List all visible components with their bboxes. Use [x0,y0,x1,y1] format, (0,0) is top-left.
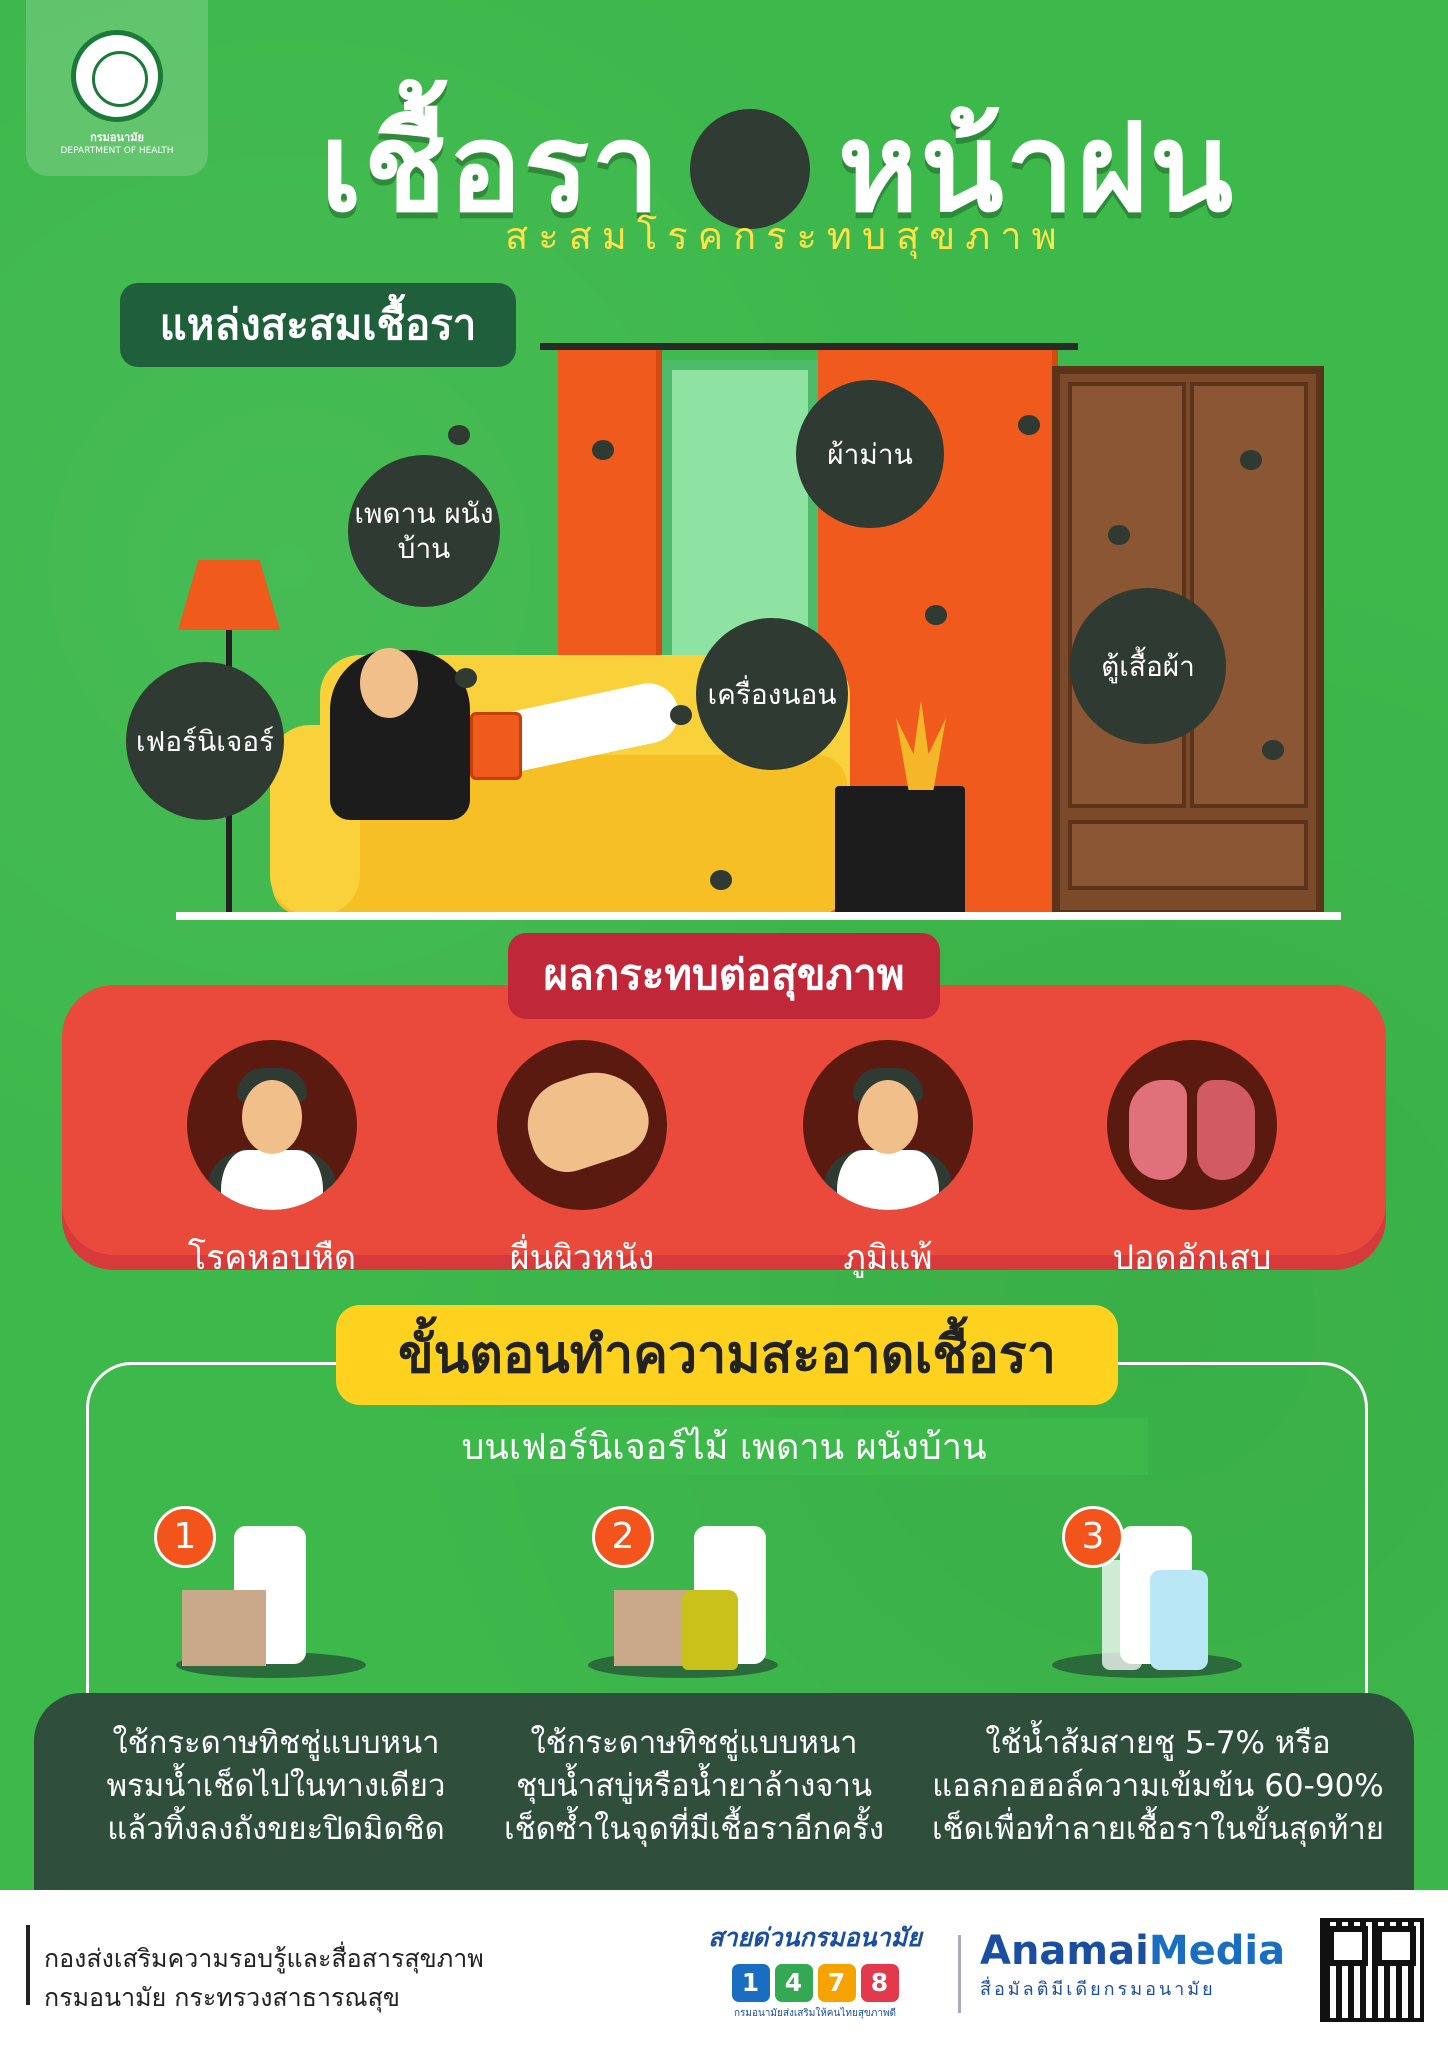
soap-bottle-icon [682,1590,738,1670]
footer-separator [958,1935,961,2013]
impact-label: ภูมิแพ้ [843,1238,933,1278]
impact-item: ปอดอักเสบ [1104,1040,1280,1284]
vinegar-bottle-icon [1102,1560,1142,1670]
hotline-digit: 8 [860,1964,899,2002]
mold-spot [1240,450,1262,470]
wardrobe-door-right [1190,382,1308,808]
step-2-text: ใช้กระดาษทิชชู่แบบหนา ชุบน้ำสบู่หรือน้ำย… [504,1725,884,1847]
bubble-wardrobe: ตู้เสื้อผ้า [1070,588,1226,744]
page-subtitle: สะสมโรคกระทบสุขภาพ [505,214,1067,258]
ministry-logo: กรมอนามัย DEPARTMENT OF HEALTH [26,0,208,176]
lamp-shade [178,560,280,630]
hotline-digit: 7 [817,1964,856,2002]
bubble-furniture: เฟอร์นิเจอร์ [126,662,284,820]
bubble-bedding: เครื่องนอน [696,618,848,770]
mold-spot [1018,415,1040,435]
tablet-icon [470,712,522,780]
steps-text-panel [34,1693,1414,1893]
step-number: 3 [1062,1506,1124,1568]
mold-spot [592,440,614,460]
impact-item: ภูมิแพ้ [800,1040,976,1284]
qr-code-icon[interactable] [1320,1918,1424,2022]
inflamed-lungs-icon [1107,1040,1277,1210]
person-head [360,648,418,718]
anamai-media-logo: AnamaiMedia สื่อมัลติมีเดียกรมอนามัย [980,1928,1286,2000]
asthma-inhaler-icon [187,1040,357,1210]
sources-heading: แหล่งสะสมเชื้อรา [120,283,516,367]
impact-label: ผื่นผิวหนัง [509,1238,655,1278]
step-3-text: ใช้น้ำส้มสายชู 5-7% หรือ แอลกอฮอล์ความเข… [932,1725,1384,1847]
allergy-sneeze-icon [803,1040,973,1210]
impact-label: โรคหอบหืด [187,1238,357,1278]
footer-org: กองส่งเสริมความรอบรู้และสื่อสารสุขภาพ กร… [44,1944,484,2012]
hotline-digit: 4 [774,1964,813,2002]
cleaning-subheading: บนเฟอร์นิเจอร์ไม้ เพดาน ผนังบ้าน [300,1418,1148,1475]
step-1-text: ใช้กระดาษทิชชู่แบบหนา พรมน้ำเช็ดไปในทางเ… [106,1725,446,1847]
mold-spot [1108,525,1130,545]
step-number: 2 [592,1506,654,1568]
step-number: 1 [154,1506,216,1568]
impact-label: ปอดอักเสบ [1112,1238,1272,1278]
footer-divider [26,1925,30,2005]
impact-heading: ผลกระทบต่อสุขภาพ [508,933,940,1019]
title-left: เชื้อรา [320,97,662,239]
curtain-rod [540,343,1078,350]
logo-english-name: DEPARTMENT OF HEALTH [60,146,174,156]
impact-item: ผื่นผิวหนัง [494,1040,670,1284]
mold-spot [670,705,692,725]
ministry-seal-icon [71,30,163,122]
bubble-curtain: ผ้าม่าน [796,380,944,528]
bubble-ceiling-wall: เพดาน ผนังบ้าน [348,455,500,607]
title-right: หน้าฝน [837,97,1236,239]
hotline-digit: 1 [731,1964,770,2002]
impact-item: โรคหอบหืด [184,1040,360,1284]
floor-line [176,912,1341,920]
tissue-box-icon [182,1590,266,1666]
logo-thai-name: กรมอนามัย [90,131,144,144]
mold-spot [448,425,470,445]
page-title: เชื้อรา หน้าฝน [320,70,1235,264]
cleaning-heading: ขั้นตอนทำความสะอาดเชื้อรา [336,1305,1118,1405]
mold-spot [925,605,947,625]
mold-spot [710,870,732,890]
mold-spot [455,668,477,688]
hotline-tagline: กรมอนามัยส่งเสริมให้คนไทยสุขภาพดี [733,2008,897,2019]
nightstand [835,786,965,918]
skin-rash-hand-icon [497,1040,667,1210]
wardrobe-drawer [1068,820,1308,890]
footer [0,1890,1448,2048]
hotline-title: สายด่วนกรมอนามัย [708,1923,922,1952]
mold-blob-icon [689,108,810,229]
mold-spot [1262,740,1284,760]
alcohol-bottle-icon [1150,1570,1208,1670]
